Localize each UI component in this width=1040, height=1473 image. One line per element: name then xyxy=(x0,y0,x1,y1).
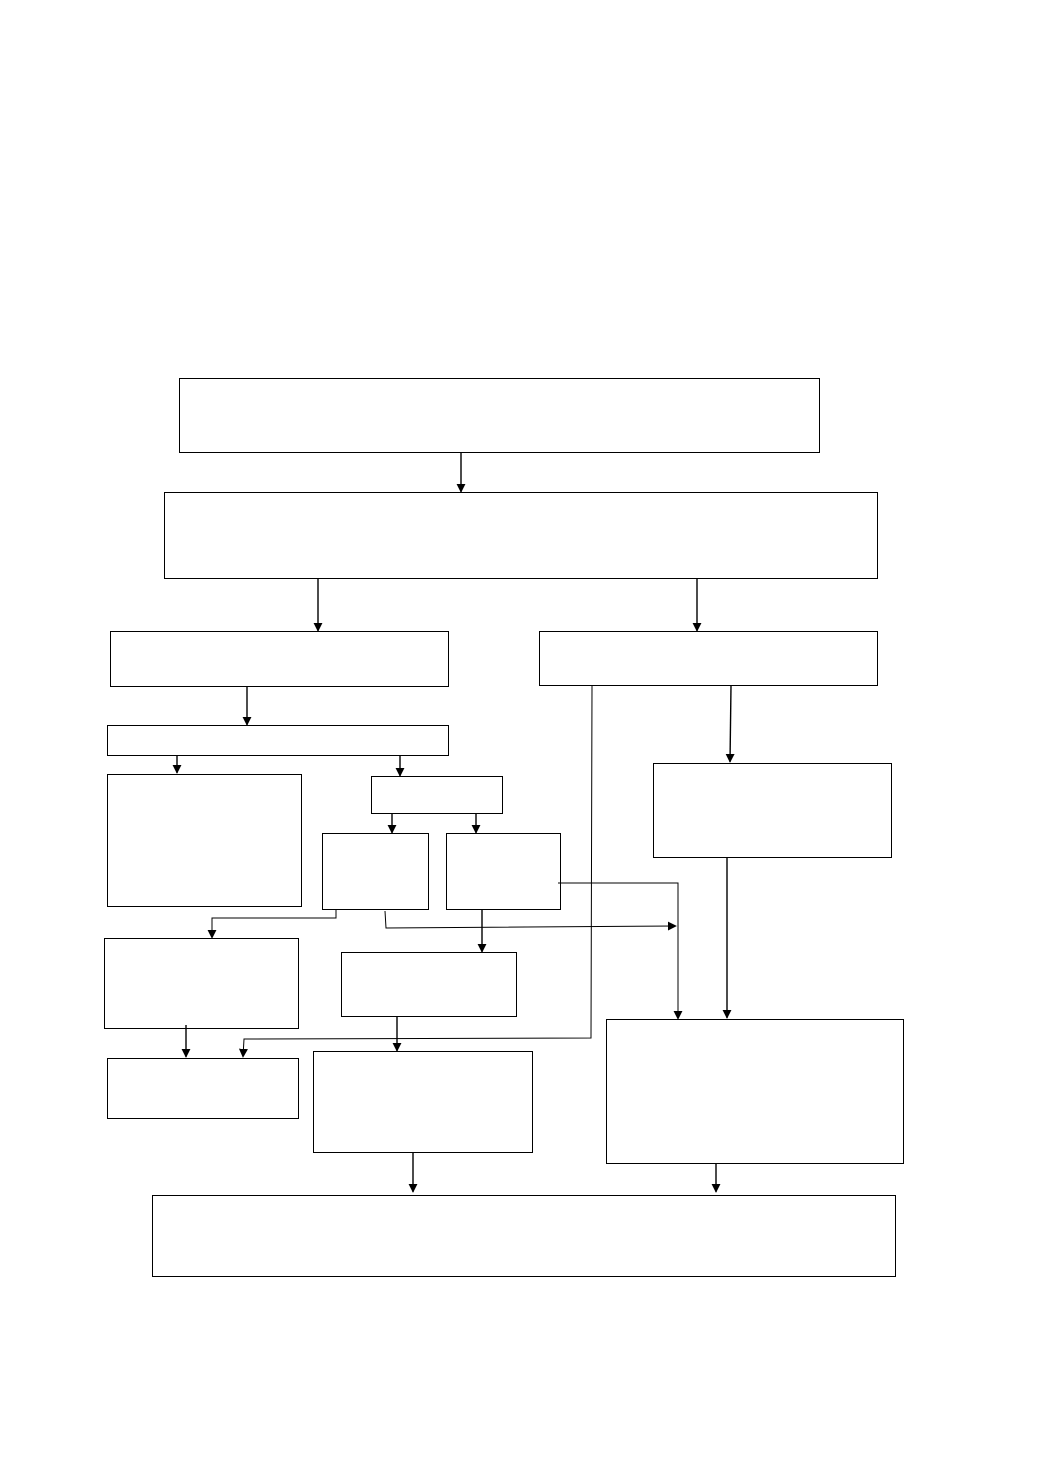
flowchart-box-8 xyxy=(653,763,892,858)
flowchart-box-11 xyxy=(104,938,299,1029)
flowchart-box-10 xyxy=(446,833,561,910)
arrow-box4-to-box14 xyxy=(238,685,593,1058)
flowchart-box-9 xyxy=(322,833,429,910)
flowchart-box-13 xyxy=(606,1019,904,1164)
flowchart-box-3 xyxy=(110,631,449,687)
flowchart-box-7 xyxy=(371,776,503,814)
flowchart-box-12 xyxy=(341,952,517,1017)
arrow-box9-to-right-channel xyxy=(384,910,677,931)
arrow-box4-to-box8 xyxy=(725,685,735,763)
flowchart-box-6 xyxy=(107,774,302,907)
flowchart-box-15 xyxy=(313,1051,533,1153)
flowchart-box-4 xyxy=(539,631,878,686)
flowchart-box-1 xyxy=(179,378,820,453)
arrow-box9-to-box11 xyxy=(207,909,337,939)
flowchart-box-16 xyxy=(152,1195,896,1277)
flowchart-box-5 xyxy=(107,725,449,756)
arrow-box10-to-box13 xyxy=(558,882,683,1020)
flowchart-box-14 xyxy=(107,1058,299,1119)
flowchart-box-2 xyxy=(164,492,878,579)
